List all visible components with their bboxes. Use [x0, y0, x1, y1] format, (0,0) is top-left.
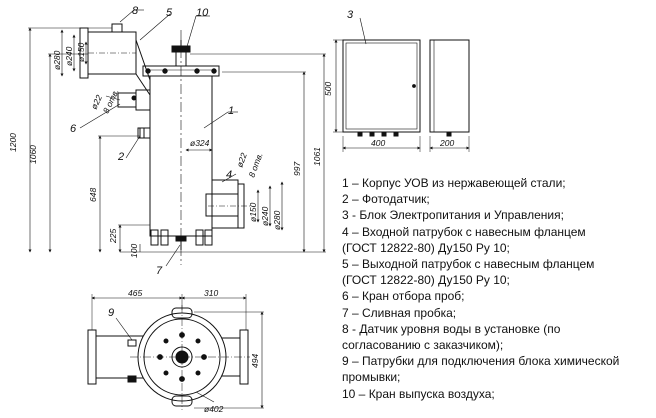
parts-legend: 1 – Корпус УОВ из нержавеющей стали; 2 –… — [342, 175, 654, 402]
dim-plan-465: 465 — [128, 288, 142, 298]
dim-height-648: 648 — [88, 188, 98, 202]
outlet-pipe — [79, 27, 151, 96]
dim-inlet-d280: ø280 — [272, 210, 282, 230]
legend-item: 1 – Корпус УОВ из нержавеющей стали; — [342, 176, 566, 190]
legend-item: 3 - Блок Электропитания и Управления; — [342, 208, 564, 223]
callout-3: 3 — [347, 9, 354, 21]
front-view-labels: 8 5 10 1 6 2 4 7 ø280 ø240 ø150 ø22 8 от… — [8, 5, 322, 277]
legend-item: 5 – Выходной патрубок с навесным фланцем — [342, 257, 595, 272]
dim-plan-d402: ø402 — [204, 404, 224, 414]
legend-item: промывки; — [342, 370, 401, 385]
dim-plan-310: 310 — [204, 288, 218, 298]
control-cabinet-side — [429, 39, 470, 152]
legend-item: 2 – Фотодатчик; — [342, 192, 430, 207]
plan-view-labels: 465 310 494 ø402 9 — [108, 288, 260, 414]
callout-1: 1 — [228, 105, 234, 117]
dim-body-d324: ø324 — [190, 138, 210, 148]
front-view — [28, 9, 326, 267]
dim-inlet-d240: ø240 — [260, 206, 270, 226]
legend-item: 8 - Датчик уровня воды в установке (по — [342, 321, 561, 336]
dim-cabinet-200: 200 — [439, 138, 454, 148]
drain-plug — [175, 235, 187, 250]
callout-2: 2 — [117, 151, 124, 163]
chemical-wash-branch — [127, 339, 137, 347]
callout-4: 4 — [226, 169, 232, 181]
legend-item: 7 – Сливная пробка; — [342, 305, 457, 320]
legend-item: 9 – Патрубки для подключения блока химич… — [342, 354, 620, 369]
dim-inlet-d150: ø150 — [248, 202, 258, 222]
dim-outlet-d150: ø150 — [76, 42, 86, 62]
control-cabinet-front — [333, 17, 421, 152]
dim-height-1061: 1061 — [312, 147, 322, 166]
legend-item: согласованию с заказчиком); — [342, 338, 504, 353]
legend-item: 10 – Кран выпуска воздуха; — [342, 386, 495, 401]
callout-9: 9 — [108, 307, 114, 319]
plan-view — [87, 294, 264, 410]
dim-cabinet-500: 500 — [323, 82, 333, 96]
callout-7: 7 — [156, 265, 163, 277]
dim-plan-494: 494 — [250, 354, 260, 368]
dim-inlet-d22: ø22 — [234, 151, 248, 168]
callout-5: 5 — [166, 7, 173, 19]
dim-height-997: 997 — [292, 162, 302, 176]
level-sensor — [111, 23, 123, 33]
dim-outlet-d280: ø280 — [52, 50, 62, 70]
legend-item: 6 – Кран отбора проб; — [342, 289, 465, 304]
sampling-valve — [117, 89, 151, 111]
dim-height-100: 100 — [129, 244, 139, 258]
legend-item: (ГОСТ 12822-80) Ду150 Ру 10; — [342, 240, 510, 255]
cabinet-labels: 3 400 500 200 — [323, 9, 454, 148]
inlet-pipe — [205, 179, 250, 229]
dim-height-225: 225 — [108, 229, 118, 244]
dim-outlet-d240: ø240 — [64, 46, 74, 66]
callout-8: 8 — [132, 5, 139, 17]
dim-height-1060: 1060 — [28, 145, 38, 164]
air-release-valve — [171, 40, 191, 67]
callout-10: 10 — [196, 7, 209, 19]
dim-height-1200: 1200 — [8, 133, 18, 152]
support-legs — [150, 229, 213, 246]
dim-cabinet-400: 400 — [371, 138, 385, 148]
legend-item: 4 – Входной патрубок с навесным фланцем — [342, 224, 586, 239]
legend-item: (ГОСТ 12822-80) Ду150 Ру 10; — [342, 273, 510, 288]
dim-inlet-holes: 8 отв. — [246, 151, 264, 179]
callout-6: 6 — [70, 123, 77, 135]
